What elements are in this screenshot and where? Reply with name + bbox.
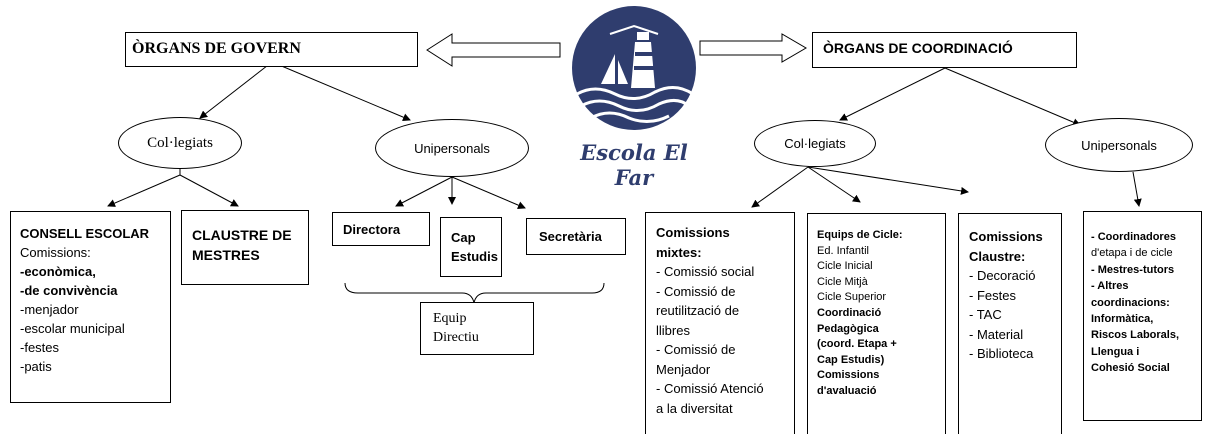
arrow-to-mixtes — [751, 166, 809, 208]
right-unipersonals-node: Unipersonals — [1045, 118, 1193, 172]
directora-box: Directora — [332, 212, 430, 246]
equips-bold-line: Pedagògica — [817, 322, 879, 335]
arrow-to-claustre — [179, 174, 239, 207]
cap-estudis-box: Cap Estudis — [440, 217, 502, 277]
cap-estudis-line2: Estudis — [451, 249, 498, 264]
left-unipersonals-label: Unipersonals — [414, 140, 490, 156]
unip-line: coordinacions: — [1091, 296, 1170, 309]
consell-line: -patis — [20, 359, 52, 374]
comissions-claustre-box: Comissions Claustre: - Decoració - Feste… — [958, 213, 1062, 434]
secretaria-label: Secretària — [539, 229, 602, 244]
consell-escolar-box: CONSELL ESCOLAR Comissions: -econòmica, … — [10, 211, 171, 403]
arrow-coord-collegiats — [839, 67, 946, 121]
mixtes-line: llibres — [656, 322, 690, 338]
left-collegiats-label: Col·legiats — [147, 134, 213, 151]
consell-line: -menjador — [20, 302, 79, 317]
equip-directiu-brace — [344, 282, 605, 304]
claustre-comm-line: - Biblioteca — [969, 346, 1034, 361]
organs-govern-box: ÒRGANS DE GOVERN — [125, 32, 418, 67]
equips-line: Cicle Superior — [817, 291, 887, 304]
equips-bold-line: (coord. Etapa + — [817, 338, 897, 351]
arrow-govern-collegiats — [199, 61, 273, 119]
mixtes-line: a la diversitat — [656, 400, 733, 416]
hollow-arrow-left — [426, 33, 561, 67]
unipersonals-coordinacio-box: - Coordinadores d'etapa i de cicle - Mes… — [1083, 211, 1202, 421]
arrow-to-equips — [807, 166, 861, 203]
claustre-line1: CLAUSTRE DE — [192, 227, 292, 243]
unip-line: - Mestres-tutors — [1091, 263, 1175, 276]
organs-coordinacio-box: ÒRGANS DE COORDINACIÓ — [812, 32, 1077, 68]
hollow-arrow-right — [699, 33, 807, 63]
claustre-comm-line: - Festes — [969, 287, 1016, 303]
arrow-to-unipersonals-box — [1132, 171, 1142, 207]
mixtes-line: - Comissió de — [656, 283, 736, 299]
equip-directiu-line2: Directiu — [433, 330, 479, 345]
mixtes-line: Menjador — [656, 361, 711, 377]
unip-line: Cohesió Social — [1091, 362, 1170, 375]
left-collegiats-node: Col·legiats — [118, 117, 242, 169]
left-unipersonals-node: Unipersonals — [375, 119, 529, 177]
unip-line: - Coordinadores — [1091, 231, 1176, 243]
mixtes-line: - Comissió Atenció — [656, 381, 764, 396]
right-unipersonals-label: Unipersonals — [1081, 137, 1157, 153]
equips-cicle-box: Equips de Cicle: Ed. Infantil Cicle Inic… — [807, 213, 946, 434]
equip-directiu-line1: Equip — [433, 311, 467, 326]
consell-title: CONSELL ESCOLAR — [20, 226, 150, 241]
unip-line: Informàtica, — [1091, 313, 1154, 326]
school-name: Escola El Far — [580, 140, 688, 190]
claustre-line2: MESTRES — [192, 247, 260, 263]
school-logo: Escola El Far — [565, 4, 703, 190]
unip-line: Riscos Laborals, — [1091, 329, 1180, 342]
arrow-coord-unipersonals — [944, 67, 1081, 126]
claustre-mestres-box: CLAUSTRE DE MESTRES — [181, 210, 309, 285]
equips-line: Ed. Infantil — [817, 244, 869, 257]
equips-line: Cicle Inicial — [817, 260, 873, 273]
equips-bold-line: Coordinació — [817, 306, 882, 319]
claustre-comm-title1: Comissions — [969, 229, 1043, 244]
mixtes-line: reutilització de — [656, 303, 740, 318]
equips-bold-line: d'avaluació — [817, 384, 877, 397]
lighthouse-icon — [572, 6, 696, 130]
consell-line: -de convivència — [20, 283, 118, 298]
arrow-to-consell — [107, 174, 181, 207]
arrow-to-secretaria — [451, 176, 526, 209]
equips-bold-line: Comissions — [817, 369, 880, 382]
unip-line: d'etapa i de cicle — [1091, 247, 1173, 260]
arrow-to-claustre-comm — [807, 166, 969, 195]
equips-line: Cicle Mitjà — [817, 275, 868, 288]
claustre-comm-line: - Decoració — [969, 268, 1036, 283]
equip-directiu-box: Equip Directiu — [420, 302, 534, 355]
equips-bold-line: Cap Estudis) — [817, 353, 885, 366]
secretaria-box: Secretària — [526, 218, 626, 255]
claustre-comm-line: - Material — [969, 326, 1024, 342]
unip-line: Llengua i — [1091, 345, 1140, 358]
right-collegiats-label: Col·legiats — [784, 136, 846, 151]
comissions-mixtes-box: Comissions mixtes: - Comissió social - C… — [645, 212, 795, 434]
consell-line: -econòmica, — [20, 264, 96, 279]
claustre-comm-title2: Claustre: — [969, 248, 1026, 264]
organs-govern-title: ÒRGANS DE GOVERN — [132, 40, 301, 57]
consell-line: Comissions: — [20, 245, 91, 260]
consell-line: -festes — [20, 340, 60, 355]
right-collegiats-node: Col·legiats — [754, 120, 876, 167]
unip-line: - Altres — [1091, 280, 1129, 293]
claustre-comm-line: - TAC — [969, 307, 1002, 322]
mixtes-line: - Comissió de — [656, 342, 736, 357]
arrow-govern-unipersonals — [271, 61, 411, 121]
arrow-to-directora — [395, 176, 453, 207]
equips-title: Equips de Cicle: — [817, 229, 903, 241]
cap-estudis-line1: Cap — [451, 230, 476, 245]
mixtes-title1: Comissions — [656, 225, 730, 240]
consell-line: -escolar municipal — [20, 321, 125, 336]
mixtes-title2: mixtes: — [656, 244, 702, 260]
mixtes-line: - Comissió social — [656, 264, 755, 279]
directora-label: Directora — [343, 222, 401, 237]
organs-coordinacio-title: ÒRGANS DE COORDINACIÓ — [823, 40, 1013, 56]
